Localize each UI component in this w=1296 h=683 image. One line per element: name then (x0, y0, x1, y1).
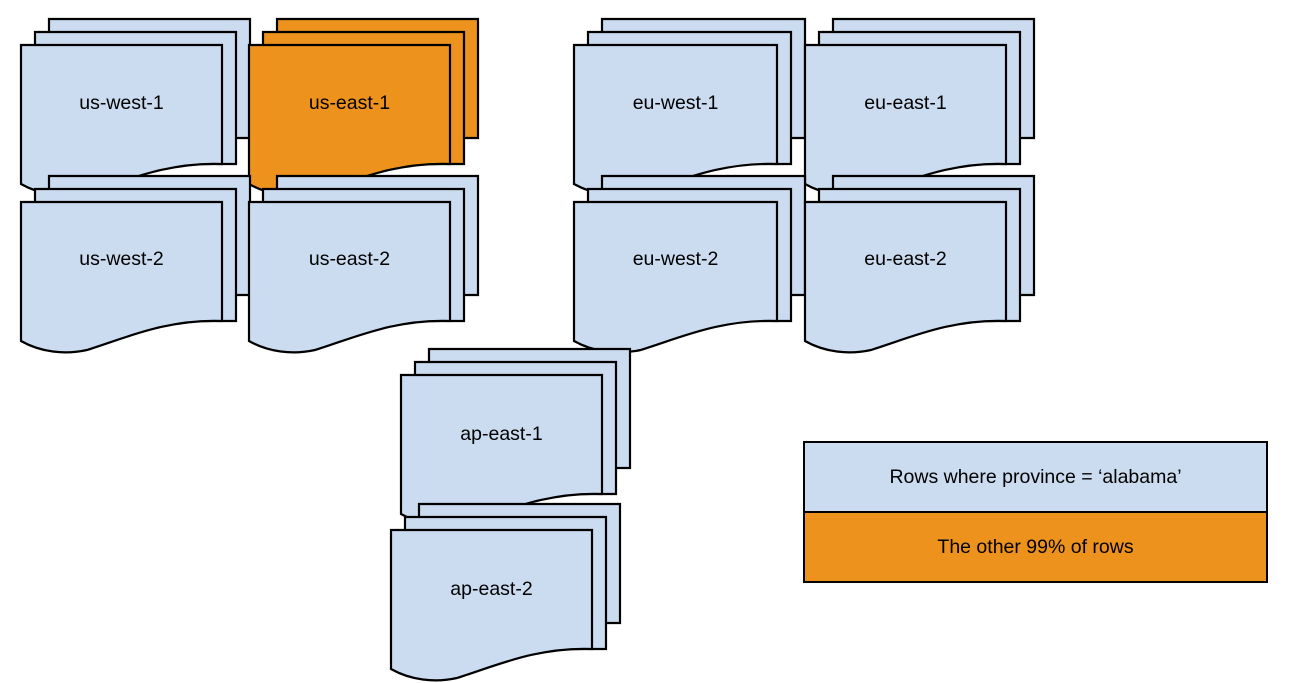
legend-row-blue: Rows where province = ‘alabama’ (805, 443, 1266, 513)
document-sheet (389, 528, 594, 682)
region-stack-eu-east-2[interactable] (803, 174, 1037, 355)
region-stack-ap-east-1[interactable] (399, 347, 633, 528)
document-sheet (572, 200, 779, 354)
region-stack-eu-west-1[interactable] (572, 17, 808, 198)
document-sheet (803, 200, 1008, 354)
region-stack-us-west-1[interactable] (19, 17, 253, 198)
region-stack-eu-west-2[interactable] (572, 174, 808, 355)
region-stack-eu-east-1[interactable] (803, 17, 1037, 198)
document-sheet (19, 200, 224, 354)
document-sheet (803, 43, 1008, 197)
region-stack-us-east-1[interactable] (247, 17, 481, 198)
legend-label-orange: The other 99% of rows (937, 535, 1134, 558)
document-sheet (572, 43, 779, 197)
legend: Rows where province = ‘alabama’ The othe… (803, 441, 1268, 583)
region-stack-ap-east-2[interactable] (389, 502, 623, 683)
legend-label-blue: Rows where province = ‘alabama’ (889, 465, 1182, 488)
region-stack-us-west-2[interactable] (19, 174, 253, 355)
document-sheet (247, 200, 452, 354)
document-sheet (247, 43, 452, 197)
document-sheet (19, 43, 224, 197)
region-stack-us-east-2[interactable] (247, 174, 481, 355)
legend-row-orange: The other 99% of rows (805, 513, 1266, 581)
